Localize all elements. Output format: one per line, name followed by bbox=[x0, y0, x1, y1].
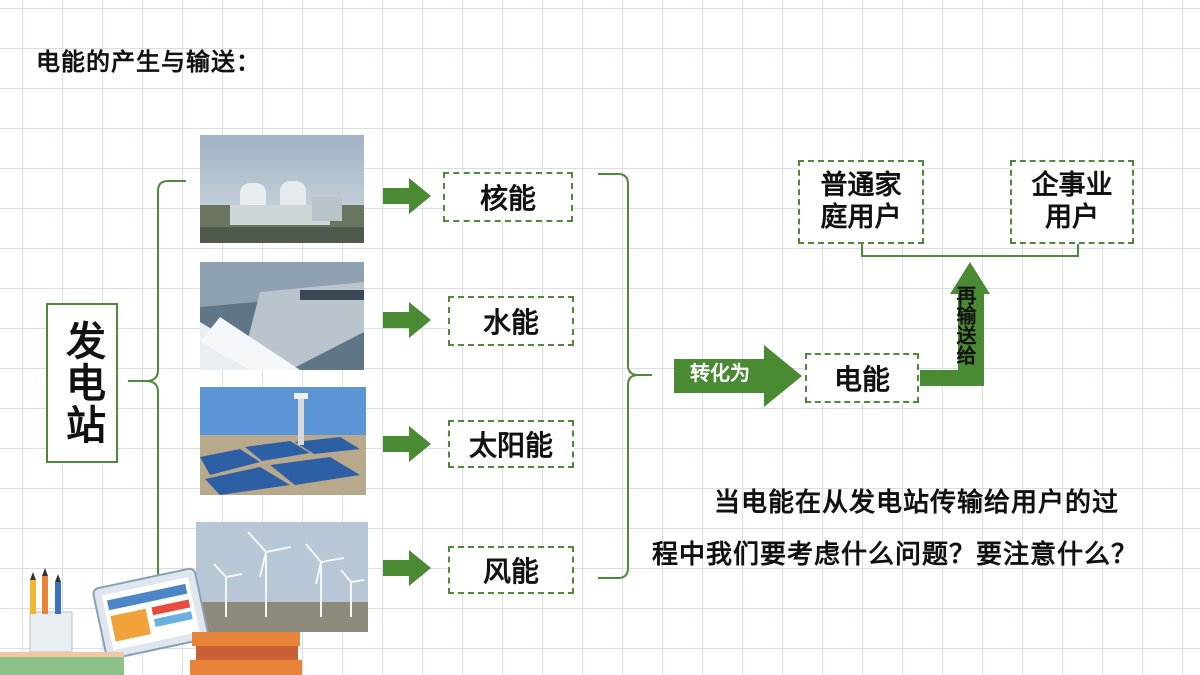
convert-label: 转化为 bbox=[690, 361, 750, 385]
page-title: 电能的产生与输送： bbox=[36, 48, 261, 76]
users-connector bbox=[861, 241, 1079, 257]
left-brace bbox=[128, 180, 190, 583]
wind-farm-photo bbox=[196, 522, 368, 632]
source-label: 风能 bbox=[482, 555, 539, 588]
source-label: 太阳能 bbox=[468, 429, 553, 462]
user-label: 普通家庭用户 bbox=[820, 170, 902, 233]
stationery-illustration bbox=[0, 567, 302, 675]
nuclear-plant-photo bbox=[200, 135, 364, 243]
source-box-hydro: 水能 bbox=[448, 296, 574, 346]
arrow-right-icon bbox=[383, 550, 431, 586]
question-line-2: 程中我们要考虑什么问题？要注意什么？ bbox=[652, 540, 1139, 570]
convert-arrow-icon bbox=[674, 345, 802, 407]
solar-plant-photo bbox=[200, 387, 366, 495]
source-label: 水能 bbox=[482, 306, 539, 339]
resend-label: 再输送给 bbox=[953, 285, 977, 365]
arrow-right-icon bbox=[383, 178, 431, 214]
arrow-up-icon bbox=[920, 262, 990, 386]
source-box-wind: 风能 bbox=[448, 546, 574, 594]
hydro-dam-photo bbox=[200, 262, 364, 370]
electricity-label: 电能 bbox=[833, 363, 890, 396]
right-brace bbox=[598, 173, 652, 579]
source-label: 核能 bbox=[479, 182, 536, 215]
power-station-box: 发电站 bbox=[46, 303, 118, 463]
source-box-nuclear: 核能 bbox=[443, 172, 573, 222]
user-box-household: 普通家庭用户 bbox=[798, 160, 924, 244]
electricity-box: 电能 bbox=[805, 353, 919, 403]
power-station-label: 发电站 bbox=[59, 320, 105, 446]
user-label: 企事业用户 bbox=[1031, 170, 1113, 233]
source-box-solar: 太阳能 bbox=[448, 420, 574, 468]
question-line-1: 当电能在从发电站传输给用户的过 bbox=[714, 488, 1120, 518]
arrow-right-icon bbox=[383, 302, 431, 338]
arrow-right-icon bbox=[383, 426, 431, 462]
user-box-enterprise: 企事业用户 bbox=[1010, 160, 1134, 244]
